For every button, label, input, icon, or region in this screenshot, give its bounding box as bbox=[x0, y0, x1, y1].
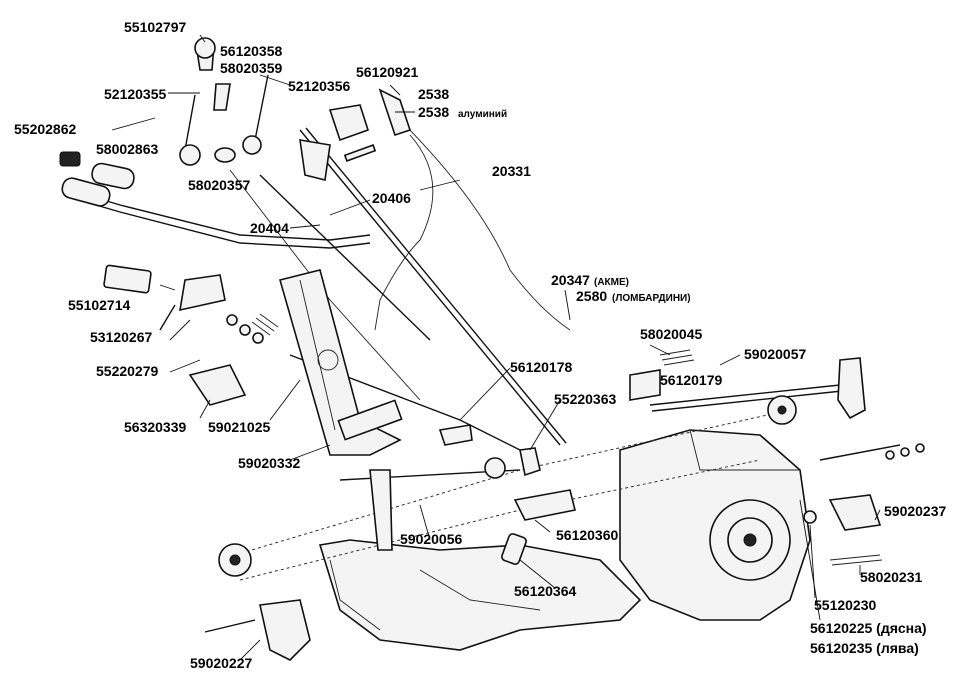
label-2538-alu: 2538 bbox=[418, 104, 449, 120]
label-58002863: 58002863 bbox=[96, 141, 159, 157]
label-56120179: 56120179 bbox=[660, 372, 723, 388]
label-20404: 20404 bbox=[250, 220, 289, 236]
label-58020359: 58020359 bbox=[220, 60, 283, 76]
grip bbox=[91, 162, 135, 190]
small-parts-left bbox=[103, 264, 279, 406]
label-59021025: 59021025 bbox=[208, 419, 271, 435]
label-56120225: 56120225 (дясна) bbox=[810, 620, 927, 636]
label-20347: 20347 bbox=[551, 272, 590, 288]
small-parts-right bbox=[204, 349, 925, 661]
label-52120356: 52120356 bbox=[288, 78, 351, 94]
label-59020237: 59020237 bbox=[884, 503, 947, 519]
label-20347-note: (АКМЕ) bbox=[594, 277, 629, 288]
cap-55202862 bbox=[59, 151, 81, 167]
leader-lines bbox=[111, 34, 881, 661]
label-2538: 2538 bbox=[418, 86, 449, 102]
label-52120355: 52120355 bbox=[104, 86, 167, 102]
part-labels: 55102797 56120358 58020359 52120355 5212… bbox=[14, 19, 947, 671]
label-55120230: 55120230 bbox=[814, 597, 877, 613]
handlebar-assembly bbox=[59, 151, 371, 249]
label-56120235: 56120235 (лява) bbox=[810, 640, 919, 656]
label-58020357: 58020357 bbox=[188, 177, 251, 193]
label-56120921: 56120921 bbox=[356, 64, 419, 80]
label-55202862: 55202862 bbox=[14, 121, 77, 137]
label-58020045: 58020045 bbox=[640, 326, 703, 342]
central-column bbox=[279, 269, 403, 456]
label-55220279: 55220279 bbox=[96, 363, 159, 379]
label-59020227: 59020227 bbox=[190, 655, 253, 671]
label-59020057: 59020057 bbox=[744, 346, 807, 362]
label-55102714: 55102714 bbox=[68, 297, 131, 313]
label-56120358: 56120358 bbox=[220, 43, 283, 59]
label-2538-alu-note: алуминий bbox=[458, 109, 507, 120]
label-58020231: 58020231 bbox=[860, 569, 923, 585]
small-parts-top bbox=[179, 37, 412, 181]
label-56120364: 56120364 bbox=[514, 583, 577, 599]
label-56120178: 56120178 bbox=[510, 359, 573, 375]
label-20331: 20331 bbox=[492, 163, 531, 179]
label-59020056: 59020056 bbox=[400, 531, 463, 547]
label-55102797: 55102797 bbox=[124, 19, 187, 35]
label-2580-note: (ЛОМБАРДИНИ) bbox=[612, 293, 691, 304]
label-2580: 2580 bbox=[576, 288, 607, 304]
label-56120360: 56120360 bbox=[556, 527, 619, 543]
label-53120267: 53120267 bbox=[90, 329, 153, 345]
label-56320339: 56320339 bbox=[124, 419, 187, 435]
label-20406: 20406 bbox=[372, 190, 411, 206]
transmission-housing bbox=[318, 429, 811, 651]
label-59020332: 59020332 bbox=[238, 455, 301, 471]
label-55220363: 55220363 bbox=[554, 391, 617, 407]
